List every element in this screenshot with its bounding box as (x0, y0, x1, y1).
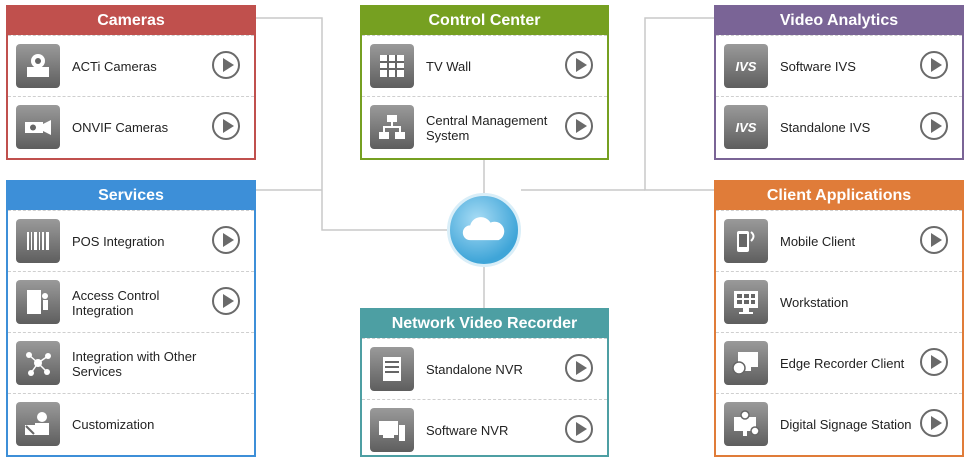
item-label: Software NVR (426, 423, 509, 438)
item-label: Workstation (780, 295, 849, 310)
cameras-header: Cameras (8, 7, 254, 35)
control-center-header: Control Center (362, 7, 607, 35)
molecule-icon (16, 341, 60, 385)
play-button[interactable] (212, 226, 240, 254)
item-label: Customization (72, 417, 155, 432)
play-button[interactable] (212, 287, 240, 315)
list-item[interactable]: Access Control Integration (8, 271, 254, 332)
client-applications-header: Client Applications (716, 182, 962, 210)
edge-monitor-icon (724, 341, 768, 385)
cameras-panel: Cameras ACTi Cameras ONVIF Cameras (6, 5, 256, 160)
list-item[interactable]: IVS Software IVS (716, 35, 962, 96)
list-item[interactable]: IVS Standalone IVS (716, 96, 962, 157)
play-button[interactable] (920, 348, 948, 376)
play-button[interactable] (920, 226, 948, 254)
cloud-icon (447, 193, 521, 267)
play-button[interactable] (565, 354, 593, 382)
ivs-icon: IVS (724, 44, 768, 88)
play-button[interactable] (212, 51, 240, 79)
item-label: ONVIF Cameras (72, 120, 169, 135)
item-label: Digital Signage Station (780, 417, 912, 432)
ivs-box-icon: IVS (724, 105, 768, 149)
item-label: Integration with Other Services (72, 348, 197, 379)
item-label: Access Control Integration (72, 287, 160, 318)
item-label: ACTi Cameras (72, 59, 157, 74)
list-item[interactable]: Central Management System (362, 96, 607, 157)
list-item[interactable]: ONVIF Cameras (8, 96, 254, 157)
tools-person-icon (16, 402, 60, 446)
control-center-panel: Control Center TV Wall Central Managemen… (360, 5, 609, 160)
video-analytics-header: Video Analytics (716, 7, 962, 35)
item-label: TV Wall (426, 59, 472, 74)
list-item[interactable]: Software NVR (362, 399, 607, 460)
list-item[interactable]: Workstation (716, 271, 962, 332)
video-analytics-panel: Video Analytics IVS Software IVS IVS Sta… (714, 5, 964, 160)
nvr-header: Network Video Recorder (362, 310, 607, 338)
services-panel: Services POS Integration Access Control … (6, 180, 256, 457)
list-item[interactable]: TV Wall (362, 35, 607, 96)
item-label: Edge Recorder Client (780, 356, 905, 371)
item-label: Central Management System (426, 112, 548, 143)
list-item[interactable]: Edge Recorder Client (716, 332, 962, 393)
play-button[interactable] (565, 51, 593, 79)
item-label: POS Integration (72, 234, 165, 249)
item-label: Standalone IVS (780, 120, 871, 135)
play-button[interactable] (920, 409, 948, 437)
play-button[interactable] (565, 112, 593, 140)
door-icon (16, 280, 60, 324)
network-icon (370, 105, 414, 149)
list-item[interactable]: ACTi Cameras (8, 35, 254, 96)
pc-icon (370, 408, 414, 452)
barcode-icon (16, 219, 60, 263)
dome-camera-icon (16, 44, 60, 88)
monitor-icon (724, 280, 768, 324)
item-label: Standalone NVR (426, 362, 523, 377)
nvr-panel: Network Video Recorder Standalone NVR So… (360, 308, 609, 457)
services-header: Services (8, 182, 254, 210)
client-applications-panel: Client Applications Mobile Client Workst… (714, 180, 964, 457)
box-camera-icon (16, 105, 60, 149)
item-label: Software IVS (780, 59, 856, 74)
play-button[interactable] (565, 415, 593, 443)
list-item[interactable]: Digital Signage Station (716, 393, 962, 454)
list-item[interactable]: Standalone NVR (362, 338, 607, 399)
grid-icon (370, 44, 414, 88)
list-item[interactable]: Integration with Other Services (8, 332, 254, 393)
signage-icon (724, 402, 768, 446)
item-label: Mobile Client (780, 234, 856, 249)
play-button[interactable] (920, 51, 948, 79)
list-item[interactable]: Customization (8, 393, 254, 454)
server-icon (370, 347, 414, 391)
mobile-icon (724, 219, 768, 263)
play-button[interactable] (920, 112, 948, 140)
list-item[interactable]: POS Integration (8, 210, 254, 271)
play-button[interactable] (212, 112, 240, 140)
list-item[interactable]: Mobile Client (716, 210, 962, 271)
